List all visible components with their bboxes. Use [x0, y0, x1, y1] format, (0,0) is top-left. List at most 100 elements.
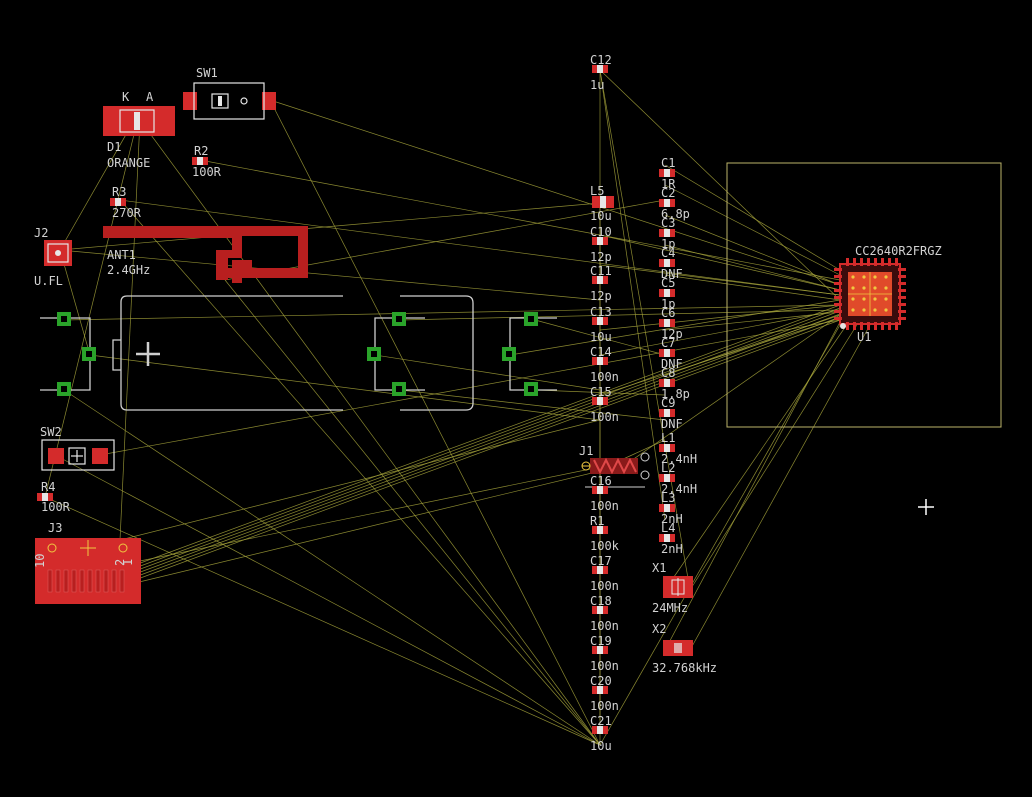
part-sw2[interactable]: SW2: [40, 425, 115, 471]
left-passive-value: 1u: [590, 78, 604, 92]
right-passive-10[interactable]: L2 2.4nH: [659, 461, 697, 496]
left-passive-value: 100n: [590, 659, 619, 673]
left-passive-ref: C19: [590, 634, 612, 648]
u1-value: CC2640R2FRGZ: [855, 244, 942, 258]
left-passive-ref: C21: [590, 714, 612, 728]
r3-value: 270R: [112, 206, 142, 220]
left-passive-ref: C17: [590, 554, 612, 568]
airwires: [44, 69, 871, 746]
left-passive-ref: C11: [590, 264, 612, 278]
right-passive-ref: C6: [661, 306, 675, 320]
part-battery-holder[interactable]: [40, 295, 557, 411]
right-passive-value: DNF: [661, 417, 683, 431]
left-passive-value: 12p: [590, 250, 612, 264]
right-passive-value: 6.8p: [661, 207, 690, 221]
left-passive-0[interactable]: C12 1u: [590, 53, 612, 92]
u1-thermal-pad: [848, 272, 892, 316]
part-r4[interactable]: R4 100R: [37, 480, 71, 514]
part-j3[interactable]: J3 10 1 2: [33, 521, 141, 604]
right-passive-12[interactable]: L4 2nH: [659, 521, 683, 556]
left-passive-ref: C13: [590, 305, 612, 319]
right-passive-ref: L2: [661, 461, 675, 475]
left-passive-ref: C16: [590, 474, 612, 488]
sw2-ref: SW2: [40, 425, 62, 439]
r3-ref: R3: [112, 185, 126, 199]
right-passive-ref: C2: [661, 186, 675, 200]
right-passive-value: 1p: [661, 237, 675, 251]
left-passive-value: 10u: [590, 330, 612, 344]
right-passive-ref: L4: [661, 521, 675, 535]
right-passive-value: DNF: [661, 357, 683, 371]
part-r2[interactable]: R2 100R: [192, 144, 222, 179]
left-passive-value: 100n: [590, 619, 619, 633]
left-passive-11[interactable]: C19 100n: [590, 634, 619, 673]
d1-value: ORANGE: [107, 156, 150, 170]
d1-pin-k: K: [122, 90, 130, 104]
right-passive-value: 2.4nH: [661, 482, 697, 496]
left-passive-7[interactable]: C16 100n: [590, 474, 619, 513]
left-passive-9[interactable]: C17 100n: [590, 554, 619, 593]
left-passive-ref: C15: [590, 385, 612, 399]
left-passive-10[interactable]: C18 100n: [590, 594, 619, 633]
left-passive-ref: C18: [590, 594, 612, 608]
part-x1[interactable]: X1 24MHz: [652, 561, 693, 615]
right-passive-value: 2.4nH: [661, 452, 697, 466]
part-r3[interactable]: R3 270R: [110, 185, 142, 220]
left-passive-6[interactable]: C15 100n: [590, 385, 619, 424]
u1-pins: [834, 258, 906, 330]
left-passive-ref: C12: [590, 53, 612, 67]
left-passive-5[interactable]: C14 100n: [590, 345, 619, 384]
right-passive-value: 2nH: [661, 542, 683, 556]
j2-ref: J2: [34, 226, 48, 240]
part-u1[interactable]: CC2640R2FRGZ U1: [726, 162, 1002, 428]
j3-ref: J3: [48, 521, 62, 535]
part-j2[interactable]: J2 U.FL: [34, 226, 72, 288]
left-passive-value: 100n: [590, 370, 619, 384]
left-passive-4[interactable]: C13 10u: [590, 305, 612, 344]
right-passive-4[interactable]: C5 1p: [659, 276, 675, 311]
left-passive-ref: L5: [590, 184, 604, 198]
right-passive-value: 1.8p: [661, 387, 690, 401]
right-passive-value: DNF: [661, 267, 683, 281]
j3-pin-2: 2: [113, 559, 127, 566]
part-d1[interactable]: K A D1 ORANGE: [103, 90, 175, 170]
x1-ref: X1: [652, 561, 666, 575]
right-passive-9[interactable]: L12.4nH: [659, 431, 697, 466]
right-passive-ref: L3: [661, 491, 675, 505]
x2-value: 32.768kHz: [652, 661, 717, 675]
crosshair-cursor: [918, 499, 934, 515]
right-passive-11[interactable]: L3 2nH: [659, 491, 683, 526]
right-passive-value: 1p: [661, 297, 675, 311]
left-passive-value: 100n: [590, 410, 619, 424]
left-passive-value: 100n: [590, 499, 619, 513]
right-passive-column: C11RC26.8pC31pC4DNFC51pC612pC7DNFC81.8pC…: [659, 156, 697, 556]
right-passive-1[interactable]: C2 6.8p: [659, 186, 690, 221]
left-passive-value: 10u: [590, 209, 612, 223]
part-x2[interactable]: X2 32.768kHz: [652, 622, 717, 675]
left-passive-ref: C14: [590, 345, 612, 359]
u1-ref: U1: [857, 330, 871, 344]
left-passive-column: C121uL510uC1012pC1112pC1310uC14100nC1510…: [590, 53, 620, 753]
right-passive-7[interactable]: C81.8p: [659, 366, 690, 401]
r4-ref: R4: [41, 480, 55, 494]
left-passive-1[interactable]: L5 10u: [590, 184, 614, 223]
right-passive-value: 2nH: [661, 512, 683, 526]
part-ant1[interactable]: ANT1 2.4GHz: [103, 226, 308, 283]
j2-value: U.FL: [34, 274, 63, 288]
right-passive-ref: C5: [661, 276, 675, 290]
part-sw1[interactable]: SW1: [183, 66, 276, 120]
left-passive-value: 100n: [590, 579, 619, 593]
part-j1[interactable]: J1: [579, 444, 650, 488]
